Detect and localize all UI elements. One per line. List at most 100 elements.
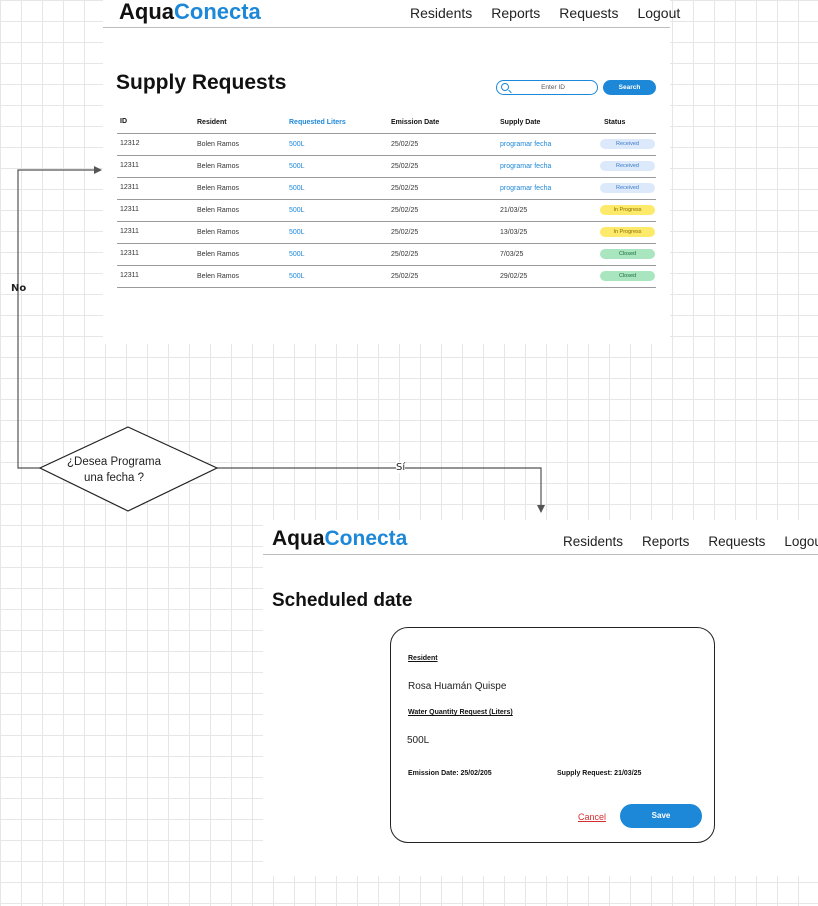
table-row: 12311 Belen Ramos 500L 25/02/25 21/03/25 In P… [117,200,656,222]
schedule-form-card: Resident Rosa Huamán Quispe Water Quanti… [390,627,715,843]
cell-resident: Belen Ramos [197,207,240,214]
table-body: 12312 Bolen Ramos 500L 25/02/25 programar fe… [117,134,656,288]
table-header: ID Resident Requested Liters Emission Da… [117,112,656,134]
cell-emission-date: 25/02/25 [391,163,419,170]
nav-logout[interactable]: Logout [784,534,818,549]
no-branch-label: No [11,283,27,294]
quantity-label: Water Quantity Request (Liters) [408,709,513,716]
logo-part-2: Conecta [324,527,408,550]
logo-part-2: Conecta [174,0,261,24]
cell-id: 12311 [120,184,139,191]
cell-resident: Belen Ramos [197,185,240,192]
status-badge: Closed [600,271,655,281]
search-input[interactable] [513,82,593,93]
nav-reports[interactable]: Reports [491,5,541,21]
column-header-supply: Supply Date [500,119,541,126]
cell-supply-date: 7/03/25 [500,251,524,258]
schedule-date-link[interactable]: programar fecha [500,163,552,170]
nav-reports[interactable]: Reports [642,534,690,549]
cell-liters: 500L [289,229,305,236]
cell-supply-date: 13/03/25 [500,229,528,236]
cell-supply-date: 21/03/25 [500,207,528,214]
resident-label: Resident [408,655,438,662]
cell-resident: Belen Ramos [197,273,240,280]
cell-resident: Belen Ramos [197,229,240,236]
supply-request-text: Supply Request: 21/03/25 [557,770,642,777]
cancel-link[interactable]: Cancel [578,812,607,822]
app-header: AquaConecta Residents Reports Requests L… [263,520,818,555]
cell-liters: 500L [289,273,305,280]
decision-label: ¿Desea Programa una fecha ? [67,456,161,484]
cell-liters: 500L [289,207,305,214]
cell-id: 12311 [120,250,139,257]
app-logo: AquaConecta [272,527,407,551]
main-nav: Residents Reports Requests Logout [563,534,818,549]
cell-id: 12312 [120,140,140,147]
yes-branch-connector [217,467,545,513]
search-icon [501,83,509,91]
cell-resident: Belen Ramos [197,251,240,258]
cell-emission-date: 25/02/25 [391,185,419,192]
status-badge: Received [600,183,655,193]
status-badge: In Progress [600,205,655,215]
cell-liters: 500L [289,251,305,258]
cell-emission-date: 25/02/25 [391,251,419,258]
column-header-status: Status [604,119,626,126]
cell-id: 12311 [120,206,139,213]
nav-residents[interactable]: Residents [563,534,624,549]
cell-id: 12311 [120,228,139,235]
cell-emission-date: 25/02/25 [391,273,419,280]
cell-id: 12311 [120,272,139,279]
page-title: Supply Requests [116,71,287,94]
cell-liters: 500L [289,185,305,192]
column-header-emission: Emission Date [391,119,440,126]
cell-resident: Bolen Ramos [197,141,240,148]
app-logo: AquaConecta [119,0,261,25]
quantity-value: 500L [407,735,430,746]
logo-part-1: Aqua [272,527,325,550]
cell-emission-date: 25/02/25 [391,141,419,148]
nav-requests[interactable]: Requests [708,534,766,549]
page-title: Scheduled date [272,590,413,611]
emission-date-text: Emission Date: 25/02/205 [408,770,492,777]
resident-value: Rosa Huamán Quispe [408,681,507,692]
cell-supply-date: 29/02/25 [500,273,528,280]
table-row: 12311 Belen Ramos 500L 25/02/25 7/03/25 Close… [117,244,656,266]
app-header: AquaConecta Residents Reports Requests L… [103,0,680,28]
table-row: 12311 Belen Ramos 500L 25/02/25 programar fe… [117,178,656,200]
nav-residents[interactable]: Residents [410,5,473,21]
search-button[interactable]: Search [603,80,656,95]
save-button[interactable]: Save [620,804,702,828]
schedule-date-link[interactable]: programar fecha [500,185,552,192]
column-header-liters: Requested Liters [289,119,346,126]
nav-requests[interactable]: Requests [559,5,619,21]
schedule-date-link[interactable]: programar fecha [500,141,552,148]
no-branch-connector [17,166,102,469]
table-row: 12311 Belen Ramos 500L 25/02/25 programar fe… [117,156,656,178]
status-badge: Received [600,139,655,149]
column-header-resident: Resident [197,119,227,126]
supply-requests-screen: AquaConecta Residents Reports Requests L… [103,0,680,344]
column-header-id: ID [120,118,127,125]
cell-emission-date: 25/02/25 [391,229,419,236]
yes-branch-label: Sí [396,462,406,473]
scheduled-date-screen: AquaConecta Residents Reports Requests L… [263,520,818,876]
search-box[interactable] [496,80,598,95]
logo-part-1: Aqua [119,0,174,24]
cell-liters: 500L [289,163,305,170]
table-row: 12311 Belen Ramos 500L 25/02/25 29/02/25 Clos… [117,266,656,288]
cell-emission-date: 25/02/25 [391,207,419,214]
nav-logout[interactable]: Logout [637,5,681,21]
cell-liters: 500L [289,141,305,148]
main-nav: Residents Reports Requests Logout [410,5,680,21]
status-badge: Closed [600,249,655,259]
decision-diamond [38,426,219,512]
requests-table: ID Resident Requested Liters Emission Da… [117,112,656,288]
cell-resident: Belen Ramos [197,163,240,170]
status-badge: In Progress [600,227,655,237]
table-row: 12311 Belen Ramos 500L 25/02/25 13/03/25 In P… [117,222,656,244]
cell-id: 12311 [120,162,139,169]
status-badge: Received [600,161,655,171]
table-row: 12312 Bolen Ramos 500L 25/02/25 programar fe… [117,134,656,156]
